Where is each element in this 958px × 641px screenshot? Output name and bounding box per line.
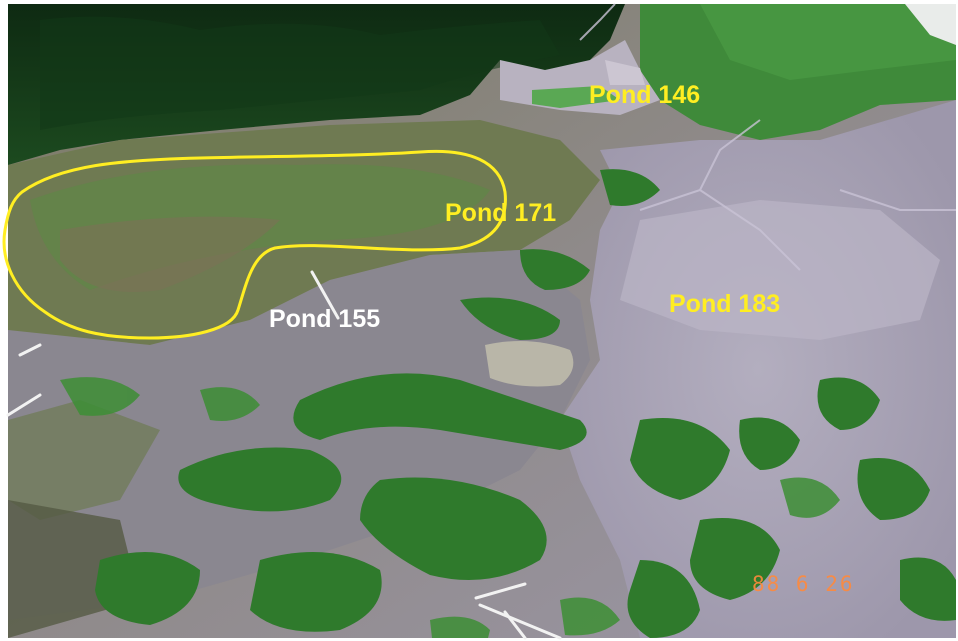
label-pond-171: Pond 171 [445, 199, 557, 227]
label-pond-183: Pond 183 [669, 290, 781, 318]
vegetation [95, 169, 956, 638]
label-pond-155: Pond 155 [269, 305, 381, 333]
pond-171-outline [2, 149, 507, 340]
date-stamp: 88 6 26 [752, 572, 855, 596]
label-pond-146: Pond 146 [589, 81, 701, 109]
